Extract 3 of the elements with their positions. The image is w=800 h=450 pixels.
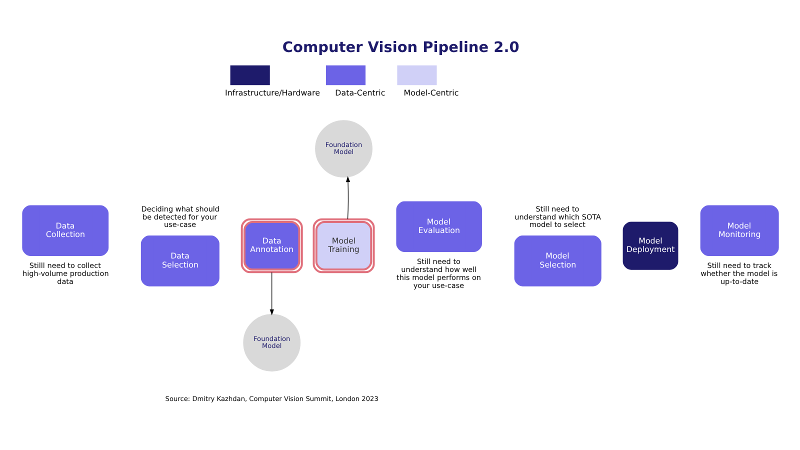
arrow <box>345 176 350 220</box>
diagram-title: Computer Vision Pipeline 2.0 <box>282 40 519 56</box>
arrow <box>269 272 274 316</box>
